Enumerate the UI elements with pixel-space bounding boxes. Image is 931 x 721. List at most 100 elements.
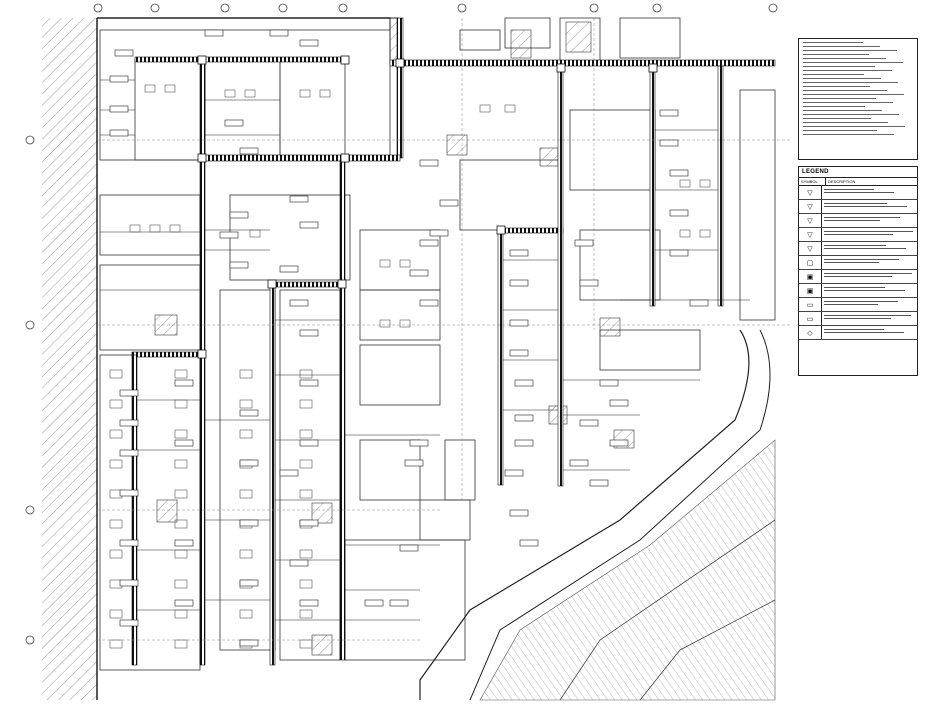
workstation-desk (174, 609, 188, 619)
outlet-tag-box (174, 599, 194, 607)
outlet-tag-box (609, 399, 629, 407)
legend-symbol-header: SYMBOL (799, 178, 826, 185)
workstation-desk (109, 549, 123, 559)
legend-symbol-icon: ◇ (799, 326, 822, 339)
outlet-tag-box (514, 379, 534, 387)
legend-description (822, 228, 917, 241)
tray-junctions (197, 55, 658, 359)
office-chair (144, 84, 156, 93)
outlet-tag-box (404, 459, 424, 467)
legend-row: ▭ (799, 312, 917, 326)
office-chair (679, 179, 691, 188)
workstation-desk (109, 639, 123, 649)
outlet-tag-box (239, 639, 259, 647)
note-text-line (803, 74, 864, 75)
workstation-desk (299, 369, 313, 379)
workstation-desk (239, 399, 253, 409)
note-text-line (803, 94, 904, 95)
outlet-tag-box (119, 419, 139, 427)
workstation-desk (299, 399, 313, 409)
office-chair (699, 179, 711, 188)
outlet-tag-box (299, 329, 319, 337)
outlet-tag-box (299, 519, 319, 527)
outlet-tag-box (279, 469, 299, 477)
outlet-tag-box (174, 439, 194, 447)
outlet-tag-box (119, 619, 139, 627)
legend-description-header: DESCRIPTION (828, 179, 856, 184)
outlet-tag-box (289, 299, 309, 307)
outlet-tag-box (299, 439, 319, 447)
legend-row: ▣ (799, 270, 917, 284)
dashed-lines (97, 18, 790, 641)
office-chair (149, 224, 161, 233)
outlet-tag-box (119, 579, 139, 587)
legend-description (822, 186, 917, 199)
workstation-desk (174, 549, 188, 559)
outlet-tag-box (509, 509, 529, 517)
legend-panel: LEGEND SYMBOL DESCRIPTION ▽▽▽▽▽▢▣▣▭▭◇ (798, 166, 918, 376)
outlet-tag-box (509, 279, 529, 287)
outlet-tag-box (119, 389, 139, 397)
outlet-tag-box (599, 379, 619, 387)
note-text-line (803, 62, 903, 63)
workstation-desk (109, 429, 123, 439)
outlet-tag-box (204, 29, 224, 37)
legend-row: ▽ (799, 242, 917, 256)
site-hatch (479, 439, 776, 701)
outlet-tag-box (574, 239, 594, 247)
note-text-line (803, 122, 888, 123)
office-chair (379, 319, 391, 328)
outlet-tag-box (569, 459, 589, 467)
outlet-tag-box (239, 147, 259, 155)
office-chair (319, 89, 331, 98)
outlet-tag-box (109, 75, 129, 83)
outlet-tag-box (659, 109, 679, 117)
note-text-line (803, 134, 894, 135)
office-chair (379, 259, 391, 268)
legend-row: ◇ (799, 326, 917, 340)
note-text-line (803, 114, 899, 115)
outlet-tag-box (389, 599, 409, 607)
workstation-desk (174, 459, 188, 469)
note-text-line (803, 46, 880, 47)
office-chair (504, 104, 516, 113)
office-chair (169, 224, 181, 233)
office-chair (679, 229, 691, 238)
workstation-desk (174, 489, 188, 499)
office-chair (224, 89, 236, 98)
note-text-line (803, 126, 905, 127)
legend-row: ▽ (799, 200, 917, 214)
note-text-line (803, 50, 897, 51)
legend-title: LEGEND (799, 167, 917, 178)
outlet-tag-box (509, 349, 529, 357)
outlet-tag-box (299, 221, 319, 229)
outlet-tag-box (229, 211, 249, 219)
outlet-tag-box (669, 249, 689, 257)
outlet-tag-box (669, 169, 689, 177)
outlet-tag-box (689, 299, 709, 307)
outlet-tag-box (174, 379, 194, 387)
outlet-tag-box (239, 459, 259, 467)
legend-description (822, 214, 917, 227)
legend-description (822, 298, 917, 311)
legend-description (822, 200, 917, 213)
outlet-tag-box (289, 195, 309, 203)
outlet-tag-box (609, 439, 629, 447)
legend-row: ▽ (799, 228, 917, 242)
outlet-tag-box (409, 269, 429, 277)
office-chair (699, 229, 711, 238)
legend-symbol-icon: ▢ (799, 256, 822, 269)
legend-description (822, 312, 917, 325)
office-chair (129, 224, 141, 233)
note-text-line (803, 106, 865, 107)
note-text-line (803, 82, 898, 83)
workstation-desk (239, 489, 253, 499)
outlet-tag-box (279, 265, 299, 273)
outlet-tag-box (439, 199, 459, 207)
note-text-line (803, 54, 869, 55)
legend-symbol-icon: ▣ (799, 284, 822, 297)
outlet-tag-box (109, 105, 129, 113)
grid-bubbles-top (93, 3, 778, 13)
outlet-tag-box (519, 539, 539, 547)
outlet-tag-box (224, 119, 244, 127)
